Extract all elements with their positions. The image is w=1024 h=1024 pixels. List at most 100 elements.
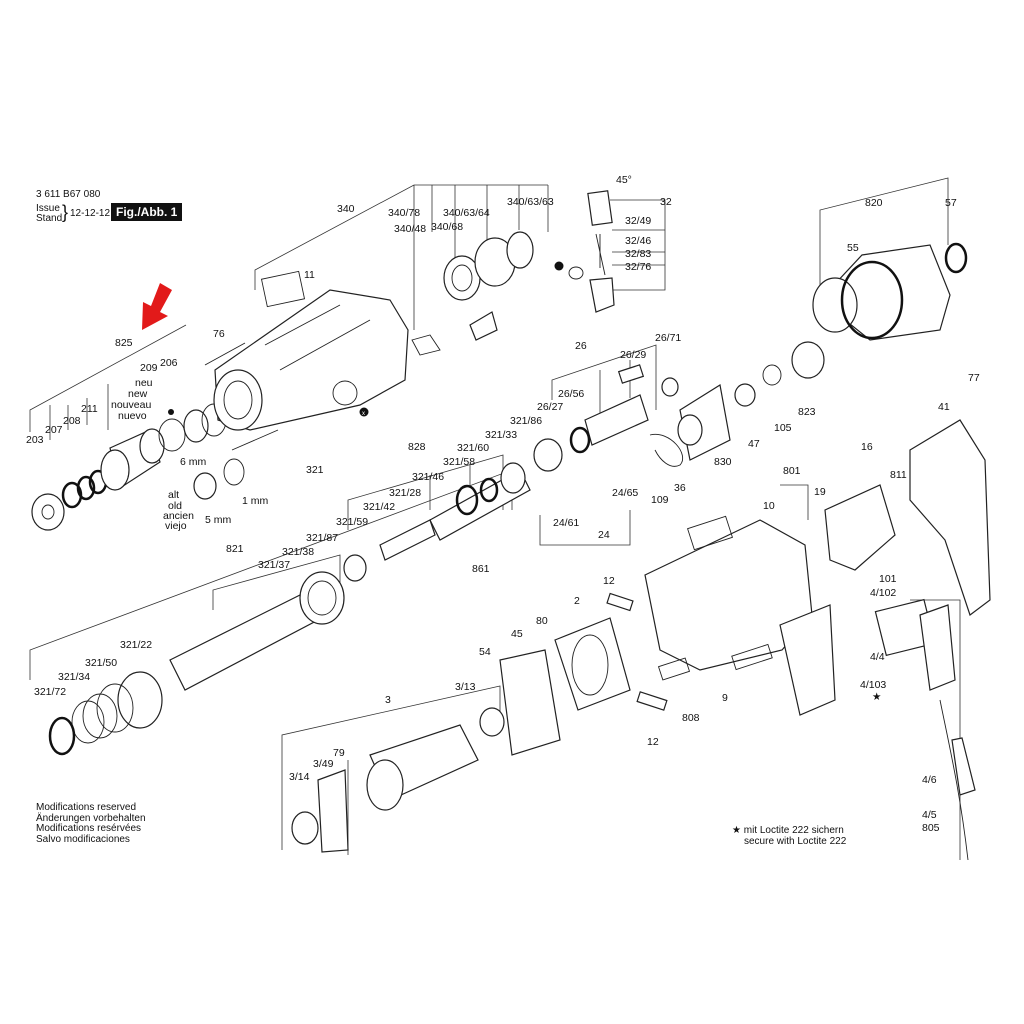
- label-206: 206: [160, 357, 178, 369]
- label-55: 55: [847, 242, 859, 254]
- label-77: 77: [968, 372, 980, 384]
- label-321-38: 321/38: [282, 546, 314, 558]
- label-32-76: 32/76: [625, 261, 651, 273]
- label-340-48: 340/48: [394, 223, 426, 235]
- label-340-63-63: 340/63/63: [507, 196, 554, 208]
- label-830: 830: [714, 456, 732, 468]
- issue-date: 12-12-12: [70, 208, 111, 219]
- label-801: 801: [783, 465, 801, 477]
- label-76: 76: [213, 328, 225, 340]
- notice-line-de: Änderungen vorbehalten: [36, 812, 146, 824]
- hammer-mechanism: [343, 438, 563, 582]
- label-26-71: 26/71: [655, 332, 681, 344]
- label-47: 47: [748, 438, 760, 450]
- dim-6mm: 6 mm: [180, 456, 207, 468]
- label-321-37: 321/37: [258, 559, 290, 571]
- label-340-68: 340/68: [431, 221, 463, 233]
- highlight-arrow-icon: [142, 283, 172, 330]
- notice-line-es: Salvo modificaciones: [36, 833, 130, 845]
- label-12-bottom: 12: [647, 736, 659, 748]
- label-321-46: 321/46: [412, 471, 444, 483]
- star-icon: ★: [872, 691, 882, 703]
- leader-lines: [29, 177, 961, 860]
- label-808: 808: [682, 712, 700, 724]
- label-208: 208: [63, 415, 81, 427]
- label-861: 861: [472, 563, 490, 575]
- label-new-fr: nouveau: [111, 399, 151, 411]
- label-12-top: 12: [603, 575, 615, 587]
- label-821: 821: [226, 543, 244, 555]
- label-32-49: 32/49: [625, 215, 651, 227]
- label-11: 11: [304, 269, 315, 281]
- loctite-note: ★ mit Loctite 222 sichern secure with Lo…: [732, 825, 847, 847]
- modifications-notice: Modifications reserved Änderungen vorbeh…: [36, 802, 146, 845]
- label-805: 805: [922, 822, 940, 834]
- clutch-stack: [48, 671, 163, 756]
- label-321: 321: [306, 464, 324, 476]
- drive-parts: [569, 341, 825, 467]
- label-80: 80: [536, 615, 548, 627]
- label-321-50: 321/50: [85, 657, 117, 669]
- label-828: 828: [408, 441, 426, 453]
- issue-brace: }: [62, 202, 69, 222]
- label-32: 32: [660, 196, 672, 208]
- label-321-59: 321/59: [336, 516, 368, 528]
- loctite-line-de: mit Loctite 222 sichern: [743, 825, 844, 836]
- label-211: 211: [81, 403, 98, 415]
- label-41: 41: [938, 401, 950, 413]
- label-79: 79: [333, 747, 345, 759]
- chuck-assembly: [31, 403, 245, 531]
- label-old-en: old: [168, 500, 182, 512]
- document-number: 3 611 B67 080: [36, 189, 101, 200]
- label-4-102: 4/102: [870, 587, 896, 599]
- label-321-72: 321/72: [34, 686, 66, 698]
- label-4-5: 4/5: [922, 809, 937, 821]
- label-57: 57: [945, 197, 957, 209]
- label-321-58: 321/58: [443, 456, 475, 468]
- label-19: 19: [814, 486, 826, 498]
- label-angle: 45°: [616, 174, 632, 186]
- label-105: 105: [774, 422, 792, 434]
- label-321-33: 321/33: [485, 429, 517, 441]
- label-321-42: 321/42: [363, 501, 395, 513]
- spindle: [169, 571, 345, 691]
- front-housing: x: [204, 231, 534, 451]
- notice-line-en: Modifications reserved: [36, 802, 137, 813]
- label-340: 340: [337, 203, 355, 215]
- svg-text:x: x: [362, 411, 365, 417]
- label-54: 54: [479, 646, 491, 658]
- label-321-28: 321/28: [389, 487, 421, 499]
- label-old-es: viejo: [165, 520, 187, 532]
- label-321-87: 321/87: [306, 532, 338, 544]
- label-new-de: neu: [135, 377, 153, 389]
- label-3-49: 3/49: [313, 758, 334, 770]
- loctite-line-en: secure with Loctite 222: [744, 835, 847, 847]
- motor-parts: [291, 592, 773, 853]
- label-9: 9: [722, 692, 728, 704]
- label-340-63-64: 340/63/64: [443, 207, 490, 219]
- notice-line-fr: Modifications resérvées: [36, 823, 142, 834]
- gear-housing: [812, 242, 968, 341]
- label-820: 820: [865, 197, 883, 209]
- issue-label: Issue: [36, 203, 60, 214]
- label-3: 3: [385, 694, 391, 706]
- label-207: 207: [45, 424, 63, 436]
- label-24-61: 24/61: [553, 517, 579, 529]
- figure-label: Fig./Abb. 1: [111, 203, 183, 221]
- label-109: 109: [651, 494, 669, 506]
- label-10: 10: [763, 500, 775, 512]
- label-32-83: 32/83: [625, 248, 651, 260]
- label-101: 101: [879, 573, 897, 585]
- label-4-4: 4/4: [870, 651, 885, 663]
- label-26-56: 26/56: [558, 388, 584, 400]
- dim-1mm: 1 mm: [242, 495, 269, 507]
- label-4-103: 4/103: [860, 679, 886, 691]
- label-823: 823: [798, 406, 816, 418]
- label-321-22: 321/22: [120, 639, 152, 651]
- label-24: 24: [598, 529, 610, 541]
- label-2: 2: [574, 595, 580, 607]
- label-321-34: 321/34: [58, 671, 90, 683]
- label-26-27: 26/27: [537, 401, 563, 413]
- label-4-6: 4/6: [922, 774, 937, 786]
